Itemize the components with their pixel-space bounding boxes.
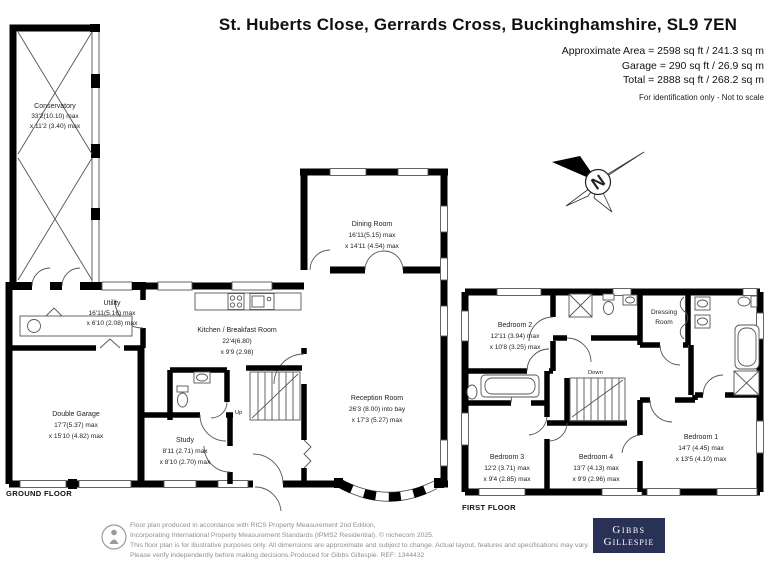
dressing-room-label-2: Room [655, 319, 673, 326]
logo-line-2: Gillespie [603, 535, 655, 548]
bedroom4-dim2: x 9'9 (2.96) max [572, 476, 620, 483]
approximate-area: Approximate Area = 2598 sq ft / 241.3 sq… [561, 45, 764, 57]
garage-dim1: 17'7(5.37) max [54, 422, 98, 429]
area-summary: Approximate Area = 2598 sq ft / 241.3 sq… [562, 44, 764, 105]
reception-label: Reception Room [351, 395, 403, 402]
disclaimer-text: Floor plan produced in accordance with R… [130, 521, 590, 561]
bedroom1-dim1: 14'7 (4.45) max [678, 445, 724, 452]
utility-dim2: x 6'10 (2.08) max [87, 320, 138, 327]
bedroom4-label: Bedroom 4 [579, 454, 613, 461]
utility-dim1: 16'11(5.16) max [89, 310, 137, 317]
compass-star: N [552, 151, 645, 213]
kitchen-dim1: 22'4(6.80) [222, 338, 252, 345]
page-title: St. Huberts Close, Gerrards Cross, Bucki… [218, 15, 738, 34]
conservatory-dim1: 33'2(10.10) max [31, 113, 79, 120]
bedroom3-dim1: 12'2 (3.71) max [484, 465, 530, 472]
bedroom2-label: Bedroom 2 [498, 322, 532, 329]
disclaimer-line-1: Floor plan produced in accordance with R… [130, 522, 376, 529]
ground-floor-label: GROUND FLOOR [6, 489, 72, 498]
total-area: Total = 2888 sq ft / 268.2 sq m [623, 74, 764, 86]
disclaimer-line-4: Please verify independently before makin… [130, 552, 425, 559]
kitchen-label: Kitchen / Breakfast Room [197, 327, 277, 334]
bedroom1-dim2: x 13'5 (4.10) max [676, 456, 727, 463]
garage-area: Garage = 290 sq ft / 26.9 sq m [621, 59, 764, 72]
study-dim2: x 8'10 (2.70) max [160, 459, 211, 466]
first-floor-plan: Bedroom 2 12'11 (3.94) max x 10'8 (3.25)… [461, 288, 764, 512]
utility-label: Utility [103, 300, 121, 307]
bedroom2-dim1: 12'11 (3.94) max [491, 333, 540, 340]
reception-dim1: 26'3 (8.00) into bay [349, 406, 406, 413]
dining-dim1: 16'11(5.15) max [349, 232, 397, 239]
study-dim1: 8'11 (2.71) max [162, 448, 208, 455]
study-label: Study [176, 437, 194, 444]
north-arrow: N [552, 151, 645, 213]
conservatory-label: Conservatory [34, 103, 76, 110]
ground-floor-fixtures [19, 292, 302, 421]
dining-label: Dining Room [352, 221, 393, 228]
person-measure-icon [101, 524, 127, 550]
gibbs-gillespie-logo: Gibbs Gillespie [593, 518, 665, 553]
stairs-up-label: Up [235, 410, 242, 416]
first-floor-labels: Bedroom 2 12'11 (3.94) max x 10'8 (3.25)… [462, 309, 727, 512]
dining-dim2: x 14'11 (4.54) max [345, 243, 400, 250]
identification-note: For identification only - Not to scale [639, 92, 764, 102]
ground-floor-walls [5, 24, 448, 512]
disclaimer-line-2: Incorporating International Property Mea… [130, 532, 434, 539]
conservatory-glazing [17, 31, 93, 281]
first-floor-fixtures [466, 293, 760, 422]
bedroom1-label: Bedroom 1 [684, 434, 718, 441]
ground-floor-labels: Conservatory 33'2(10.10) max x 11'2 (3.4… [6, 103, 406, 498]
stairs-down-label: Down [588, 370, 603, 376]
bedroom3-label: Bedroom 3 [490, 454, 524, 461]
bedroom3-dim2: x 9'4 (2.85) max [483, 476, 531, 483]
conservatory-dim2: x 11'2 (3.40) max [30, 123, 81, 130]
bedroom4-dim1: 13'7 (4.13) max [573, 465, 619, 472]
dressing-room-label-1: Dressing [651, 309, 677, 316]
garage-label: Double Garage [52, 411, 100, 418]
first-floor-walls [461, 288, 764, 496]
garage-dim2: x 15'10 (4.82) max [49, 433, 104, 440]
disclaimer-line-3: This floor plan is for illustrative purp… [130, 542, 590, 549]
first-floor-label: FIRST FLOOR [462, 503, 516, 512]
kitchen-dim2: x 9'9 (2.98) [221, 349, 254, 356]
ground-floor-plan: Conservatory 33'2(10.10) max x 11'2 (3.4… [5, 24, 448, 512]
reception-dim2: x 17'3 (5.27) max [352, 417, 403, 424]
logo-line-1: Gibbs [612, 523, 646, 536]
bedroom2-dim2: x 10'8 (3.25) max [490, 344, 541, 351]
